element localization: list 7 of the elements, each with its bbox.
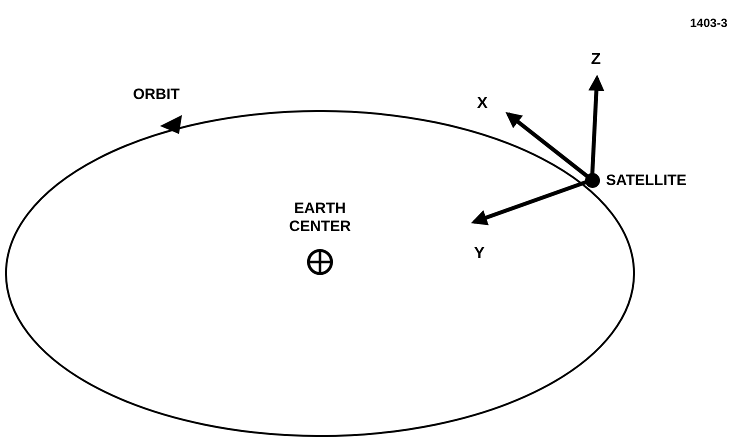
earth-center-label: EARTH CENTER [288,200,352,236]
figure-number: 1403-3 [690,15,728,32]
orbit-label: ORBIT [133,85,180,105]
satellite-label: SATELLITE [606,171,687,191]
axis-label: X [477,94,488,114]
axis-label: Z [591,50,601,70]
axis-label: Y [474,244,485,264]
